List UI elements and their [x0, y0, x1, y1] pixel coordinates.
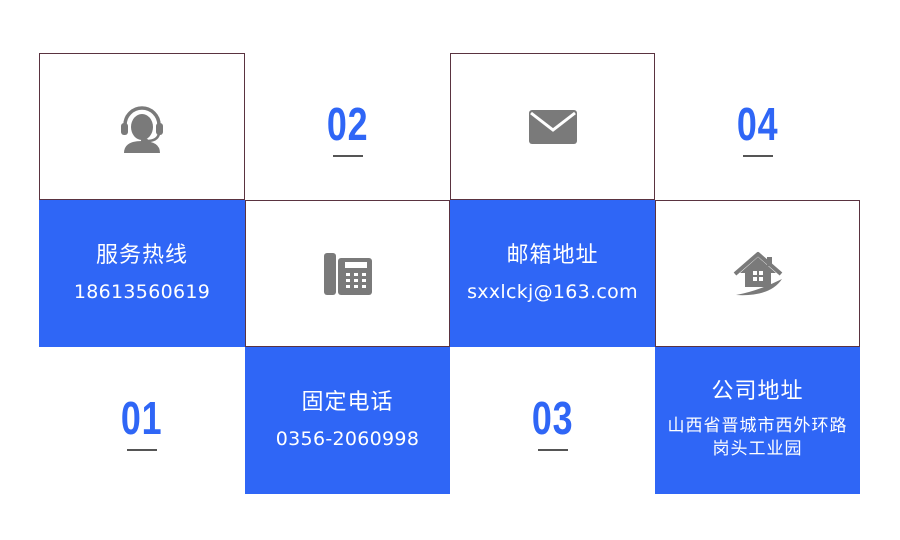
step-number-01: 01	[121, 391, 163, 444]
address-icon-card	[655, 200, 860, 347]
contact-grid: 02 04 服务热线 18613560619 邮箱地址 sxxlckj@	[39, 53, 860, 494]
phone-title: 固定电话	[301, 390, 394, 415]
house-icon	[733, 251, 782, 295]
email-address[interactable]: sxxlckj@163.com	[467, 281, 638, 303]
hotline-title: 服务热线	[95, 243, 188, 268]
step-number-03: 03	[531, 391, 574, 444]
step-number-04: 04	[736, 97, 779, 150]
number-underline	[537, 448, 568, 451]
hotline-card: 服务热线 18613560619	[39, 200, 245, 347]
hotline-icon-card	[39, 53, 245, 200]
phone-card: 固定电话 0356-2060998	[245, 347, 450, 494]
address-text: 山西省晋城市西外环路岗头工业园	[667, 415, 848, 459]
email-title: 邮箱地址	[506, 243, 599, 268]
number-02-card: 02	[245, 53, 450, 200]
number-underline	[742, 154, 773, 157]
number-04-card: 04	[655, 53, 860, 200]
phone-icon-card	[245, 200, 450, 347]
email-card: 邮箱地址 sxxlckj@163.com	[450, 200, 655, 347]
customer-service-icon	[121, 105, 163, 153]
fax-phone-icon	[323, 252, 372, 295]
phone-number[interactable]: 0356-2060998	[275, 428, 420, 450]
hotline-number[interactable]: 18613560619	[73, 281, 211, 303]
number-03-card: 03	[450, 347, 655, 494]
envelope-icon	[528, 109, 577, 144]
number-01-card: 01	[39, 347, 245, 494]
step-number-02: 02	[326, 97, 369, 150]
address-title: 公司地址	[711, 378, 804, 404]
number-underline	[127, 448, 157, 451]
email-icon-card	[450, 53, 655, 200]
number-underline	[332, 154, 363, 157]
address-card: 公司地址 山西省晋城市西外环路岗头工业园	[655, 347, 860, 494]
